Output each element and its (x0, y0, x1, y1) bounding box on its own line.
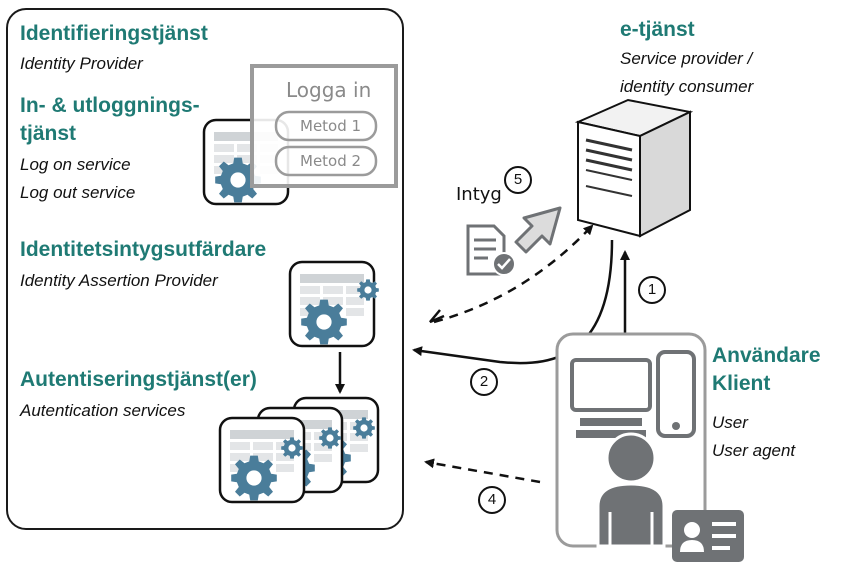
auth-services-title: Autentiseringstjänst(er) (20, 368, 257, 391)
arrow-step-5 (433, 224, 594, 324)
id-card-icon (672, 510, 744, 562)
user-en-2: User agent (712, 441, 796, 460)
assertion-provider-title: Identitetsintygsutfärdare (20, 238, 267, 261)
user-en-1: User (712, 413, 748, 432)
login-dialog-sketch (250, 64, 398, 188)
login-service-title-2: tjänst (20, 122, 77, 145)
server-icon (574, 98, 694, 238)
auth-services-subtitle: Autentication services (20, 401, 186, 420)
idp-title: Identifieringstjänst (20, 22, 208, 45)
assertion-provider-icon (290, 262, 379, 346)
sp-line-2: identity consumer (620, 77, 754, 96)
arrow-step-5-head (429, 309, 445, 324)
step-1-badge: 1 (638, 276, 666, 304)
login-service-title-1: In- & utloggnings- (20, 94, 200, 117)
sp-title: e-tjänst (620, 18, 695, 41)
login-dialog-title: Logga in (286, 78, 372, 102)
sp-line-1: Service provider / (620, 49, 753, 68)
assertion-document-icon (466, 224, 516, 276)
idp-subtitle: Identity Provider (20, 54, 143, 73)
step-4-badge: 4 (478, 486, 506, 514)
assertion-provider-subtitle: Identity Assertion Provider (20, 271, 218, 290)
assertion-label: Intyg (456, 184, 502, 205)
method-2-button[interactable]: Metod 2 (300, 152, 362, 170)
login-service-en-2: Log out service (20, 183, 136, 202)
method-1-button[interactable]: Metod 1 (300, 117, 362, 135)
step-5-badge: 5 (504, 166, 532, 194)
step-2-badge: 2 (470, 368, 498, 396)
cursor-icon (514, 206, 562, 254)
auth-services-icon (220, 398, 378, 502)
user-title-1: Användare (712, 344, 821, 367)
arrow-step-4 (424, 458, 541, 484)
user-client-box (555, 332, 707, 548)
login-service-en-1: Log on service (20, 155, 131, 174)
user-title-2: Klient (712, 372, 771, 395)
